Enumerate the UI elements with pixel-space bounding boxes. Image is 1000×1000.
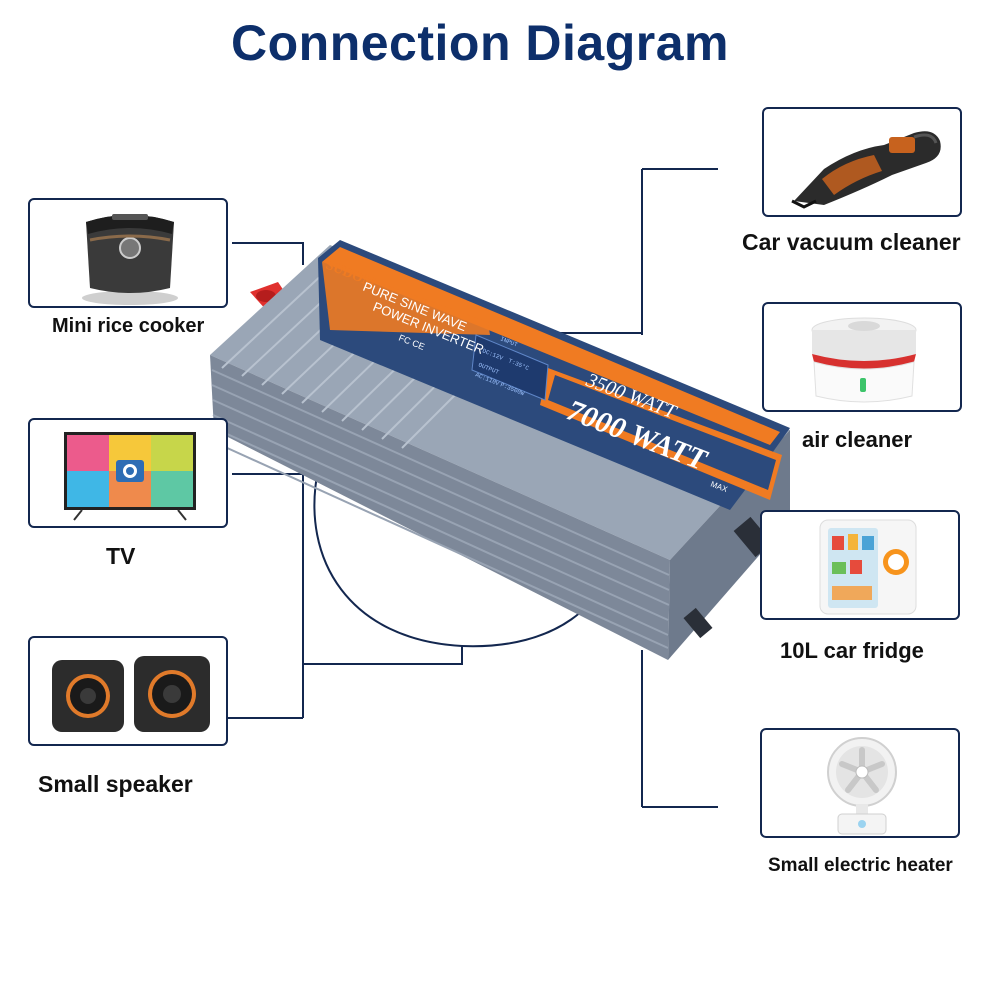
fridge-icon: [819, 519, 917, 615]
rice-cooker-card: [28, 198, 228, 308]
tv-label: TV: [106, 543, 136, 569]
speaker-card: [28, 636, 228, 746]
wire-rice-cooker: [232, 242, 304, 265]
rice-cooker-label: Mini rice cooker: [52, 315, 205, 337]
speaker-label: Small speaker: [38, 771, 193, 797]
tv-icon: [64, 432, 196, 521]
vacuum-card: [762, 107, 962, 217]
wire-bottom: [303, 646, 463, 665]
tv-card: [28, 418, 228, 528]
fridge-card: [760, 510, 960, 620]
vacuum-icon: [791, 131, 941, 209]
heater-label: Small electric heater: [768, 855, 953, 876]
speaker-icon: [52, 656, 210, 732]
vacuum-label: Car vacuum cleaner: [742, 229, 961, 255]
air-cleaner-icon: [811, 317, 917, 403]
orange-strip-top: [322, 247, 780, 445]
heater-icon: [827, 737, 897, 835]
air-cleaner-label: air cleaner: [802, 427, 913, 452]
air-cleaner-card: [762, 302, 962, 412]
fridge-label: 10L car fridge: [780, 638, 924, 663]
lcd-screen: [471, 334, 549, 401]
usb-port: [683, 607, 713, 639]
rice-cooker-icon: [82, 214, 178, 305]
page-title: Connection Diagram: [231, 15, 729, 71]
heater-card: [760, 728, 960, 838]
orange-strip-left: [322, 262, 490, 335]
